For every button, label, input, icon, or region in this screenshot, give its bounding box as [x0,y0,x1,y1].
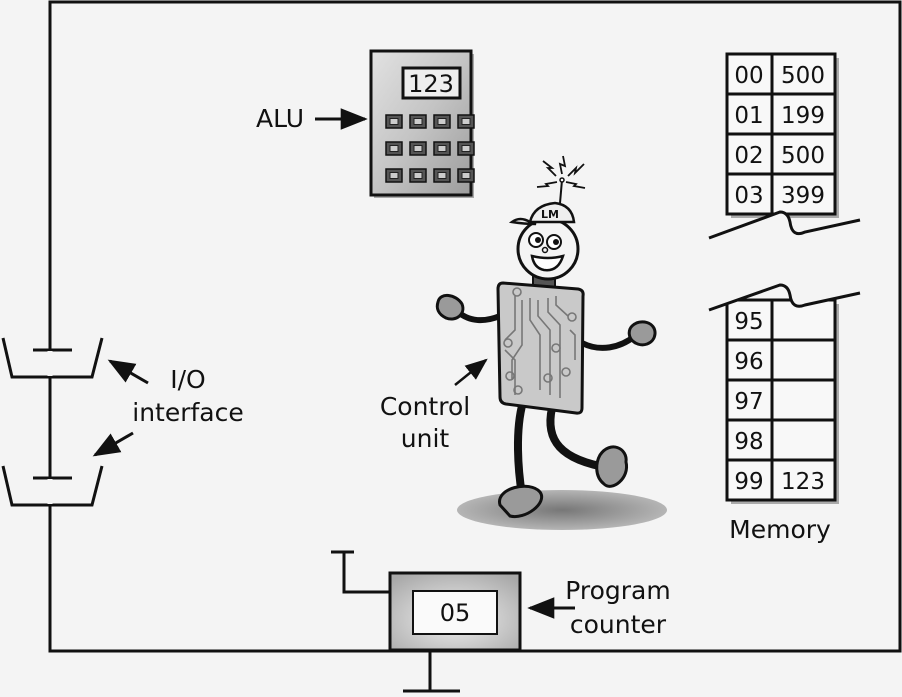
memory-row: 95 [734,309,763,335]
memory-row: 02 500 [727,132,835,169]
memory-address: 98 [734,429,763,455]
robot-shadow [457,490,667,530]
alu-key [457,114,475,129]
alu-key [385,141,403,156]
memory-address: 96 [734,349,763,375]
program-counter: 05 [331,550,522,693]
memory-label: Memory [729,515,831,544]
memory-row: 97 [727,378,835,415]
alu-key [433,141,451,156]
robot-right-hand [627,320,657,347]
memory-address: 01 [734,103,763,129]
alu-display-value: 123 [408,70,454,98]
memory-address: 03 [734,183,763,209]
memory-row: 00 500 [734,63,825,89]
memory-address: 00 [734,63,763,89]
alu-key [433,114,451,129]
io-interface-tray-output [1,465,104,507]
control-unit-label-line2: unit [401,424,450,453]
io-label-line1: I/O [170,365,205,394]
memory-value: 123 [781,469,825,495]
memory-address: 02 [734,143,763,169]
alu-display [401,66,462,100]
robot-left-hand [435,294,465,321]
memory-mailboxes: 00 500 01 199 02 500 03 399 95 96 97 98 99 123 [708,52,861,504]
io-interface-tray-input [1,337,104,379]
io-label-line2: interface [132,398,244,427]
memory-row: 03 399 [727,172,835,209]
memory-tear-bottom [708,283,861,312]
memory-address: 95 [734,309,763,335]
robot-cap-text: LM [541,208,559,221]
alu-key [385,168,403,183]
memory-tear-top [708,210,861,240]
program-counter-value: 05 [440,599,471,627]
memory-address: 99 [734,469,763,495]
alu-key [409,168,427,183]
alu-key [457,141,475,156]
alu-key [409,114,427,129]
memory-row: 99 123 [727,458,835,495]
alu-key [433,168,451,183]
program-counter-label-line2: counter [570,610,667,639]
alu-keypad [385,114,475,183]
robot-right-foot [595,445,629,488]
alu-label: ALU [256,104,304,133]
antenna-spark-icon [536,155,586,189]
alu-key [385,114,403,129]
little-man-robot: LM [435,155,667,530]
program-counter-label-line1: Program [565,576,670,605]
alu-key [409,141,427,156]
alu-calculator: 123 [369,49,475,198]
alu-key [457,168,475,183]
robot-left-foot [498,484,544,519]
memory-value: 399 [781,183,825,209]
io-arrow-lower [92,431,134,457]
robot-cap [528,201,576,224]
memory-address: 97 [734,389,763,415]
memory-value: 500 [781,143,825,169]
control-unit-arrow [454,358,488,386]
memory-value: 500 [781,63,825,89]
memory-row: 01 199 [727,92,835,129]
memory-row: 98 [727,418,835,455]
control-unit-label-line1: Control [380,392,470,421]
memory-value: 199 [781,103,825,129]
io-arrow-upper [107,359,149,385]
memory-row: 96 [727,338,835,375]
